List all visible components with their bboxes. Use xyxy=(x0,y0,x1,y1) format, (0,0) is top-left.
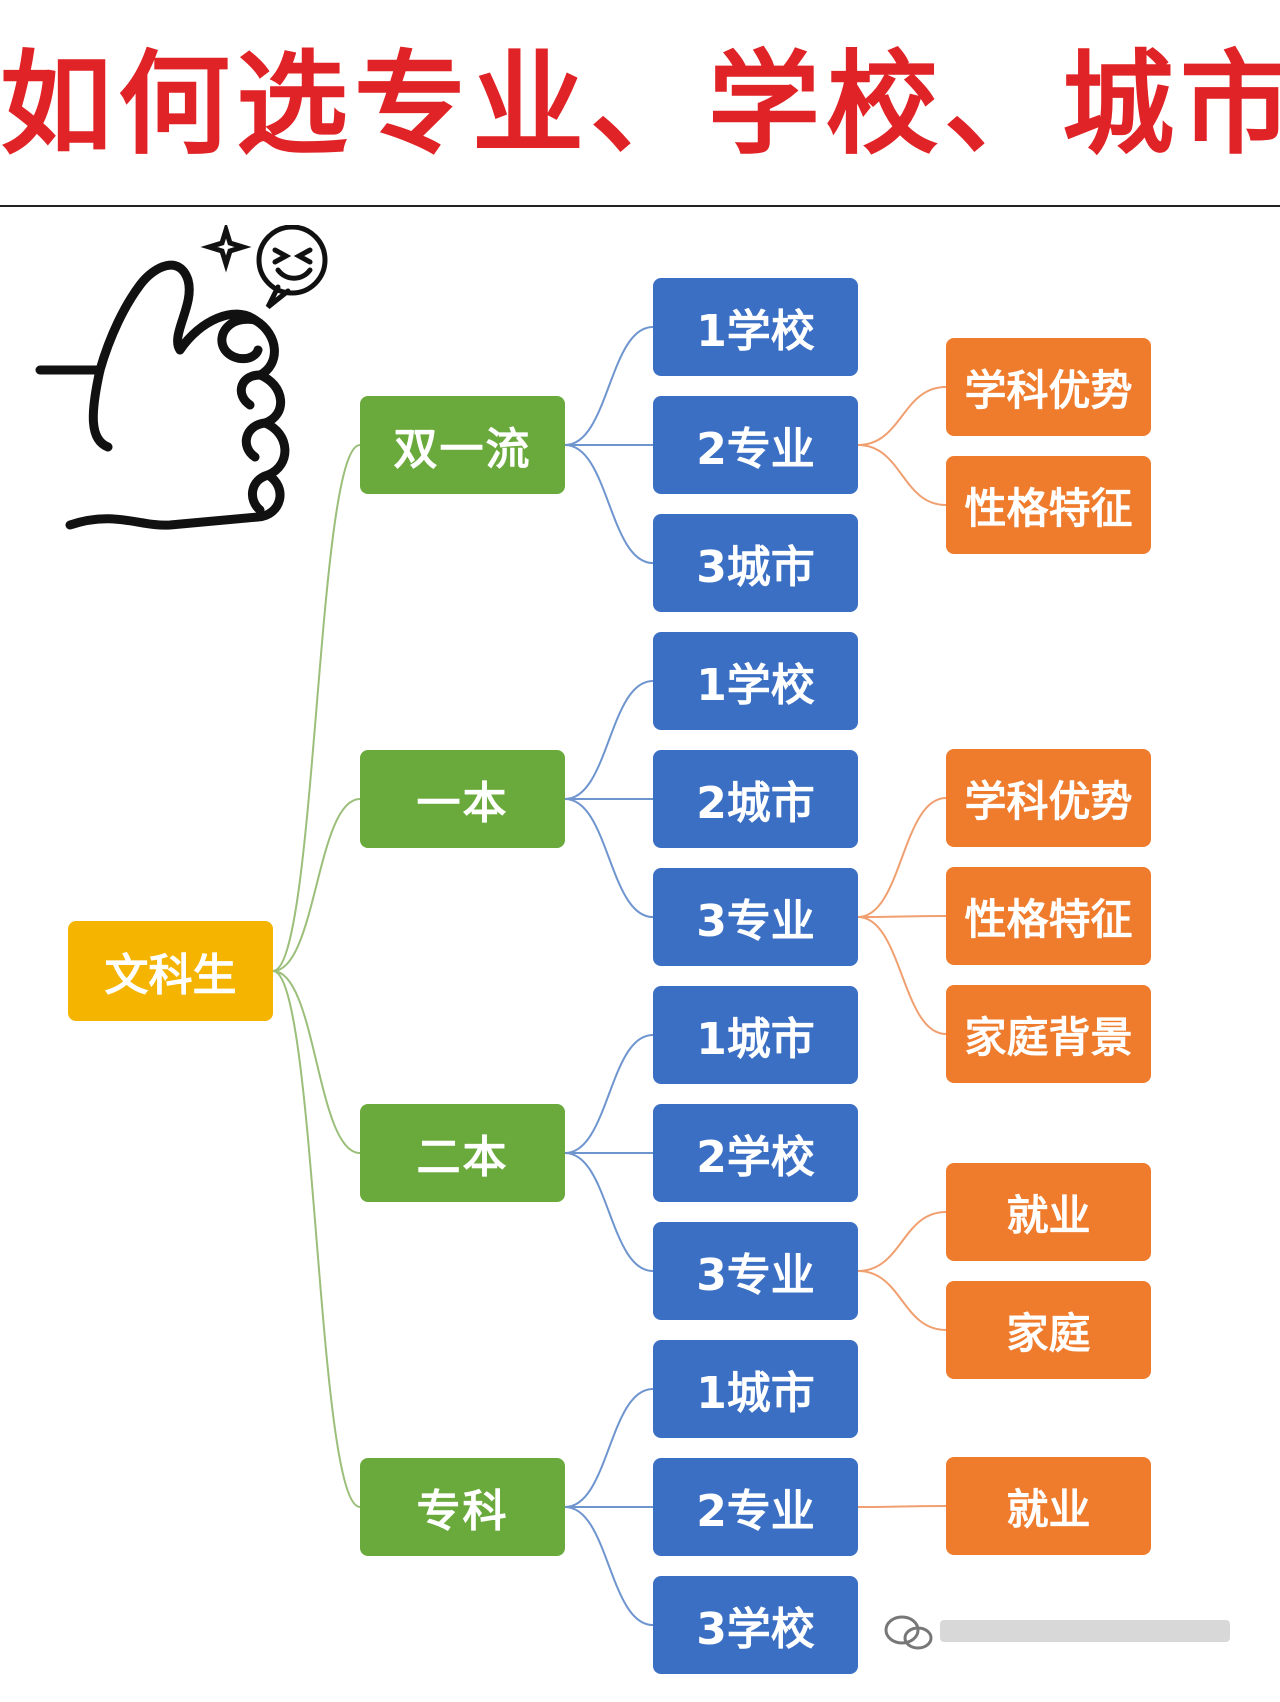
step-node: 1学校 xyxy=(653,632,858,730)
factor-node: 学科优势 xyxy=(946,338,1151,436)
connector-step-to-factor xyxy=(857,916,947,1035)
factor-node: 学科优势 xyxy=(946,749,1151,847)
connector-root-to-branch xyxy=(272,798,361,972)
connector-step-to-factor xyxy=(857,797,947,918)
factor-node: 性格特征 xyxy=(946,456,1151,554)
step-node: 3专业 xyxy=(653,1222,858,1320)
branch-node: 双一流 xyxy=(360,396,565,494)
factor-node: 家庭背景 xyxy=(946,985,1151,1083)
factor-node: 就业 xyxy=(946,1163,1151,1261)
connector-root-to-branch xyxy=(272,444,361,972)
step-node: 2专业 xyxy=(653,396,858,494)
connector-branch-to-step xyxy=(564,798,654,918)
connector-step-to-factor xyxy=(857,1211,947,1272)
connector-step-to-factor xyxy=(857,386,947,446)
connector-branch-to-step xyxy=(564,444,654,564)
connector-root-to-branch xyxy=(272,970,361,1154)
connector-branch-to-step xyxy=(564,1034,654,1154)
root-node: 文科生 xyxy=(68,921,273,1021)
connector-step-to-factor xyxy=(857,1270,947,1331)
connector-branch-to-step xyxy=(564,1388,654,1508)
step-node: 2学校 xyxy=(653,1104,858,1202)
factor-node: 性格特征 xyxy=(946,867,1151,965)
thumbs-up-icon xyxy=(35,225,328,530)
branch-node: 专科 xyxy=(360,1458,565,1556)
step-node: 1城市 xyxy=(653,986,858,1084)
step-node: 2专业 xyxy=(653,1458,858,1556)
step-node: 2城市 xyxy=(653,750,858,848)
connector-branch-to-step xyxy=(564,1506,654,1626)
connector-step-to-factor xyxy=(857,915,947,918)
step-node: 3专业 xyxy=(653,868,858,966)
page-title: 如何选专业、学校、城市 xyxy=(0,40,1280,170)
connector-branch-to-step xyxy=(564,1152,654,1272)
connector-step-to-factor xyxy=(857,444,947,506)
factor-node: 家庭 xyxy=(946,1281,1151,1379)
step-node: 3学校 xyxy=(653,1576,858,1674)
step-node: 1学校 xyxy=(653,278,858,376)
connector-step-to-factor xyxy=(857,1505,947,1508)
title-divider xyxy=(0,205,1280,207)
connector-branch-to-step xyxy=(564,680,654,800)
wechat-icon xyxy=(884,1615,1230,1650)
connector-branch-to-step xyxy=(564,326,654,446)
connector-root-to-branch xyxy=(272,970,361,1508)
branch-node: 二本 xyxy=(360,1104,565,1202)
branch-node: 一本 xyxy=(360,750,565,848)
step-node: 3城市 xyxy=(653,514,858,612)
factor-node: 就业 xyxy=(946,1457,1151,1555)
step-node: 1城市 xyxy=(653,1340,858,1438)
